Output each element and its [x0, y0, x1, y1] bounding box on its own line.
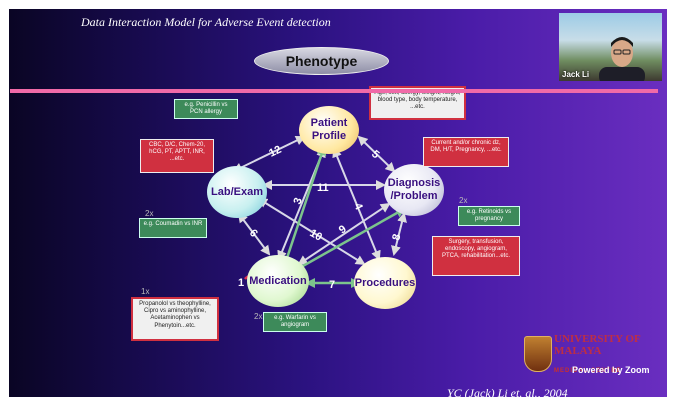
drug-multiplier: 1x [141, 287, 150, 296]
lab-info-box: CBC, D/C, Chem-20, hCG, PT, APTT, INR, .… [140, 139, 214, 173]
edge-lab-medication [237, 212, 271, 256]
edge-diagnosis-medication [297, 202, 391, 266]
node-patient-profile: Patient Profile [299, 106, 359, 154]
edge-label-12: 12 [267, 144, 283, 160]
node-lab-exam-label: Lab/Exam [211, 185, 263, 198]
node-procedures: Procedures [354, 257, 416, 309]
warfarin-example-box: e.g. Warfarin vs angiogram [263, 312, 327, 332]
slide-title: Data Interaction Model for Adverse Event… [81, 15, 331, 29]
edge-label-4: 4 [351, 201, 365, 212]
pink-divider-bar [10, 89, 658, 93]
edge-label-9: 9 [337, 223, 349, 236]
phenotype-label: Phenotype [254, 47, 389, 75]
slide-credit: YC (Jack) Li et. al., 2004 [447, 386, 568, 397]
edge-label-10: 10 [308, 227, 325, 244]
university-name: UNIVERSITY OF MALAYA [554, 333, 641, 357]
procedure-info-box: Surgery, transfusion, endoscopy, angiogr… [432, 236, 520, 276]
edge-label-1: 1 [238, 277, 244, 289]
edge-lab-patient [232, 135, 306, 173]
node-patient-profile-label: Patient Profile [310, 117, 348, 142]
node-diagnosis-label: Diagnosis /Problem [387, 177, 441, 202]
participant-avatar-icon [599, 37, 645, 81]
edge-label-5: 5 [369, 148, 381, 161]
participant-video-tile[interactable]: Jack Li [559, 13, 662, 81]
edge-label-11: 11 [317, 182, 329, 194]
warfarin-multiplier: 2x [254, 312, 263, 321]
node-lab-exam: Lab/Exam [207, 166, 267, 218]
participant-name: Jack Li [562, 70, 590, 79]
coumadin-multiplier: 2x [145, 209, 154, 218]
edge-medication-diagnosis-green [293, 207, 406, 273]
node-procedures-label: Procedures [354, 276, 416, 289]
university-logo: UNIVERSITY OF MALAYA MEDICAL CENTRE [524, 333, 664, 376]
edge-label-3: 3 [292, 196, 305, 206]
retinoids-example-box: e.g. Retinoids vs pregnancy [458, 206, 520, 226]
edge-label-7: 7 [329, 279, 335, 291]
retinoids-multiplier: 2x [459, 196, 468, 205]
node-diagnosis-problem: Diagnosis /Problem [384, 164, 444, 216]
diagnosis-info-box: Current and/or chronic dz, DM, H/T, Preg… [423, 137, 509, 167]
drug-interaction-box: Propanolol vs theophylline, Cipro vs ami… [131, 297, 219, 341]
crest-icon [524, 336, 552, 372]
edge-label-8: 8 [390, 233, 403, 242]
edge-medication-patient-green [283, 145, 327, 265]
node-medication: Medication [247, 255, 309, 307]
presentation-slide: Data Interaction Model for Adverse Event… [9, 9, 667, 397]
node-medication-label: Medication [249, 274, 307, 287]
coumadin-example-box: e.g. Coumadin vs INR [139, 218, 207, 238]
powered-by-zoom: Powered by Zoom [572, 365, 650, 375]
university-subtitle: MEDICAL CENTRE [554, 368, 622, 374]
edge-diagnosis-procedures [391, 212, 407, 256]
penicillin-example-box: e.g. Penicillin vs PCN allergy [174, 99, 238, 119]
